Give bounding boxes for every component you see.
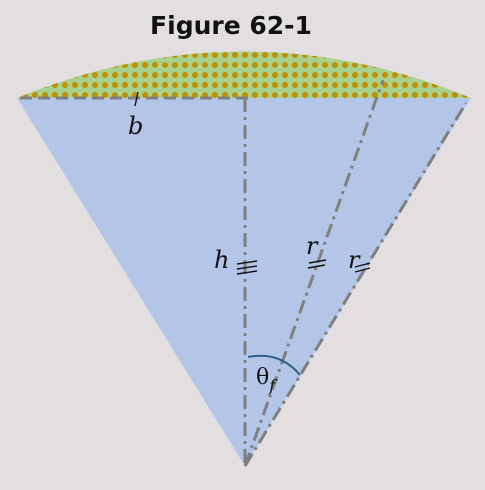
angle-subscript: f	[268, 376, 278, 395]
angle-symbol: θ	[256, 365, 269, 390]
segment-dots	[17, 51, 471, 98]
label-chord-b: b	[128, 112, 143, 140]
chord-tick	[134, 91, 139, 107]
label-height-h: h	[214, 246, 229, 274]
figure-title: Figure 62-1	[150, 11, 312, 40]
radius-edge-equal-ticks	[354, 262, 371, 273]
label-radius-r-inner: r	[306, 232, 319, 260]
radius-inner-equal-ticks	[307, 259, 327, 269]
height-equal-ticks	[236, 260, 258, 275]
label-radius-r-edge: r	[348, 246, 361, 274]
radius-line-edge	[243, 102, 468, 467]
angle-arc	[247, 354, 301, 376]
label-angle-theta-f: θf	[256, 365, 278, 395]
